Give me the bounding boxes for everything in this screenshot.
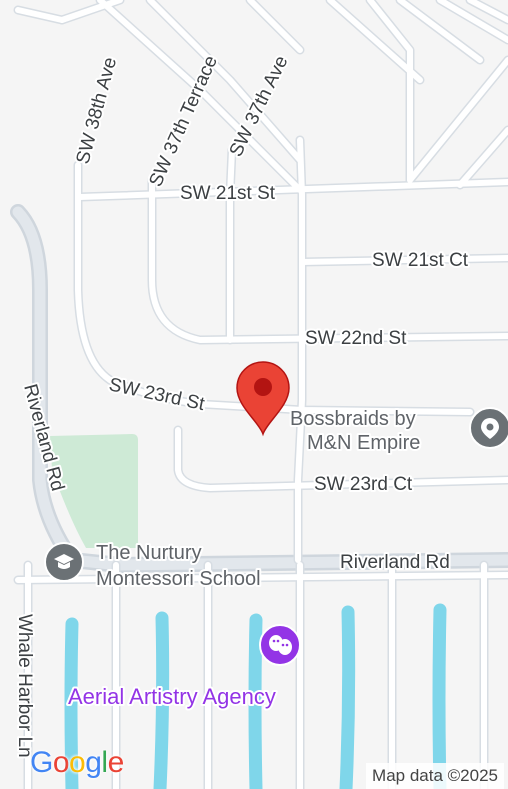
label-riverland-rd-horizontal: Riverland Rd: [340, 552, 450, 573]
map-attribution[interactable]: Map data ©2025: [366, 763, 504, 789]
minor-roads: [15, 0, 508, 789]
theater-masks-icon: [269, 635, 292, 655]
label-whale-harbor-ln: Whale Harbor Ln: [14, 614, 35, 758]
map-pin-icon: [236, 361, 290, 437]
google-logo: Google: [30, 746, 124, 779]
label-sw-21st-ct: SW 21st Ct: [372, 250, 469, 271]
place-nurtury-label-line1: The Nurtury: [96, 542, 202, 564]
place-marker-nurtury-school[interactable]: [44, 542, 84, 582]
place-bossbraids-label-line1: Bossbraids by: [290, 408, 416, 430]
graduation-cap-icon: [54, 554, 74, 569]
label-sw-23rd-st: SW 23rd St: [107, 374, 207, 415]
label-sw-22nd-st: SW 22nd St: [305, 328, 407, 349]
place-bossbraids-label-line2: M&N Empire: [307, 432, 420, 454]
label-sw-23rd-ct: SW 23rd Ct: [314, 474, 413, 495]
label-sw-21st-st: SW 21st St: [180, 183, 276, 204]
canals: [64, 603, 447, 789]
selected-location-pin[interactable]: [236, 361, 290, 437]
label-sw-38th-ave: SW 38th Ave: [73, 55, 122, 166]
park-area: [50, 434, 138, 548]
location-pin-icon: [481, 418, 499, 439]
place-marker-aerial-artistry[interactable]: [259, 624, 301, 666]
place-aerial-artistry-label: Aerial Artistry Agency: [68, 684, 276, 709]
place-marker-bossbraids[interactable]: [469, 407, 508, 449]
place-nurtury-label-line2: Montessori School: [96, 568, 261, 590]
